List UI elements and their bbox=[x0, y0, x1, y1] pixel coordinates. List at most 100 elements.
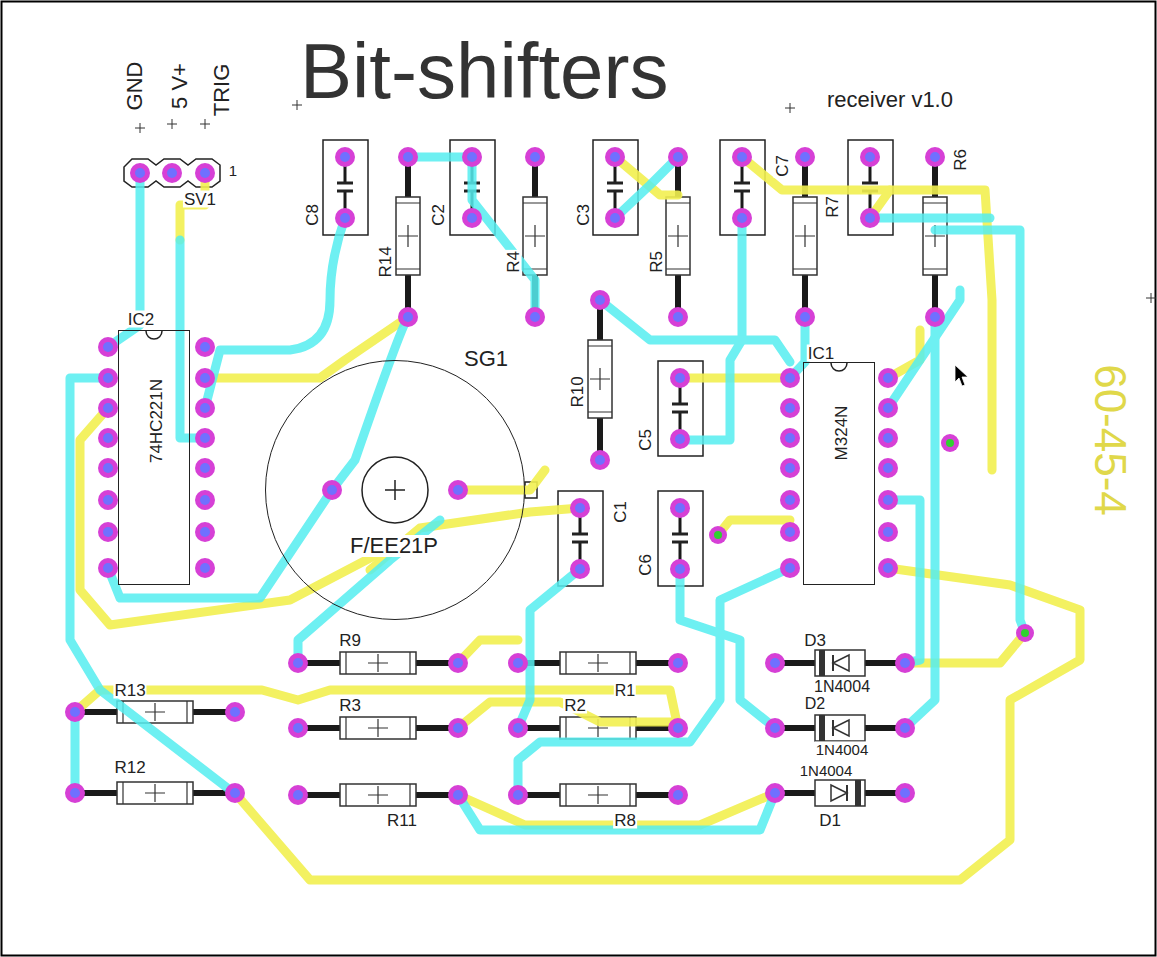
part-name: R1 bbox=[614, 683, 636, 699]
components bbox=[666, 157, 690, 317]
pads bbox=[288, 785, 308, 805]
pads bbox=[288, 718, 308, 738]
part-name: R11 bbox=[386, 812, 418, 829]
pads bbox=[878, 368, 898, 388]
part-value: 1N4004 bbox=[813, 679, 871, 695]
pads bbox=[448, 480, 468, 500]
part-name: IC1 bbox=[807, 345, 835, 362]
pads bbox=[195, 337, 215, 357]
pads bbox=[878, 458, 898, 478]
pads bbox=[98, 522, 118, 542]
pads bbox=[570, 559, 590, 579]
pads bbox=[195, 522, 215, 542]
components bbox=[923, 157, 947, 317]
pads bbox=[195, 558, 215, 578]
pads bbox=[780, 558, 800, 578]
outline-details bbox=[146, 331, 162, 339]
pads bbox=[195, 163, 215, 183]
pads bbox=[668, 653, 688, 673]
part-value: 1N4004 bbox=[815, 742, 870, 757]
part-name: R9 bbox=[338, 632, 362, 649]
board-code: 60-45-4 bbox=[1088, 363, 1132, 517]
part-name: R7 bbox=[824, 195, 841, 219]
pads bbox=[448, 785, 468, 805]
pin-name: GND bbox=[124, 61, 146, 112]
pads bbox=[860, 208, 880, 228]
connector-outline bbox=[124, 159, 220, 187]
pads bbox=[130, 163, 150, 183]
part-name: SV1 bbox=[183, 191, 217, 208]
part-name: D2 bbox=[804, 696, 826, 712]
pads bbox=[195, 458, 215, 478]
pads bbox=[65, 147, 1034, 805]
pads bbox=[732, 208, 752, 228]
pads bbox=[98, 458, 118, 478]
part-name: C7 bbox=[774, 154, 791, 178]
pads bbox=[780, 398, 800, 418]
pads bbox=[508, 718, 528, 738]
pads bbox=[65, 783, 85, 803]
pads bbox=[398, 307, 418, 327]
part-value: M324N bbox=[833, 405, 850, 462]
pads bbox=[765, 783, 785, 803]
top-traces bbox=[205, 218, 345, 408]
components bbox=[775, 715, 905, 741]
top-traces bbox=[472, 157, 535, 317]
pads bbox=[668, 147, 688, 167]
pads bbox=[335, 147, 355, 167]
pads bbox=[525, 307, 545, 327]
top-traces bbox=[680, 569, 775, 728]
pads bbox=[1016, 624, 1034, 642]
components bbox=[75, 782, 235, 804]
components bbox=[298, 784, 458, 806]
pin-number: 1 bbox=[228, 163, 238, 178]
part-name: R4 bbox=[505, 250, 522, 274]
pads bbox=[860, 147, 880, 167]
pads bbox=[878, 398, 898, 418]
pads bbox=[590, 290, 610, 310]
bottom-traces bbox=[742, 157, 992, 470]
pads bbox=[670, 368, 690, 388]
origin-marks bbox=[785, 103, 795, 113]
pads bbox=[925, 307, 945, 327]
pads bbox=[398, 147, 418, 167]
components bbox=[593, 140, 638, 235]
pads bbox=[448, 653, 468, 673]
pads bbox=[668, 785, 688, 805]
pads bbox=[195, 368, 215, 388]
mouse-cursor bbox=[955, 365, 968, 386]
pads bbox=[605, 208, 625, 228]
pads bbox=[98, 368, 118, 388]
pads bbox=[895, 718, 915, 738]
part-name: R12 bbox=[113, 759, 146, 776]
top-traces bbox=[615, 157, 678, 218]
pads bbox=[98, 337, 118, 357]
pads bbox=[288, 653, 308, 673]
pads bbox=[780, 368, 800, 388]
part-name: D1 bbox=[818, 812, 842, 829]
top-traces bbox=[70, 157, 1025, 830]
part-name: SG1 bbox=[463, 348, 509, 370]
bottom-traces bbox=[718, 520, 790, 535]
components bbox=[323, 140, 368, 235]
origin-marks bbox=[135, 123, 145, 133]
components bbox=[658, 491, 703, 586]
pads bbox=[525, 147, 545, 167]
top-traces bbox=[600, 300, 790, 362]
bottom-traces bbox=[235, 568, 1080, 880]
pads bbox=[709, 526, 727, 544]
bottom-traces bbox=[75, 157, 1080, 880]
top-traces bbox=[458, 793, 775, 830]
top-traces bbox=[298, 520, 440, 663]
part-name: R2 bbox=[563, 697, 587, 714]
part-name: R3 bbox=[338, 697, 362, 714]
pads bbox=[462, 208, 482, 228]
pads bbox=[162, 163, 182, 183]
pads bbox=[670, 429, 690, 449]
components bbox=[588, 300, 612, 460]
part-value: 1N4004 bbox=[799, 763, 854, 778]
pads bbox=[508, 785, 528, 805]
pads bbox=[195, 398, 215, 418]
pads bbox=[668, 718, 688, 738]
outline-details bbox=[385, 480, 405, 500]
